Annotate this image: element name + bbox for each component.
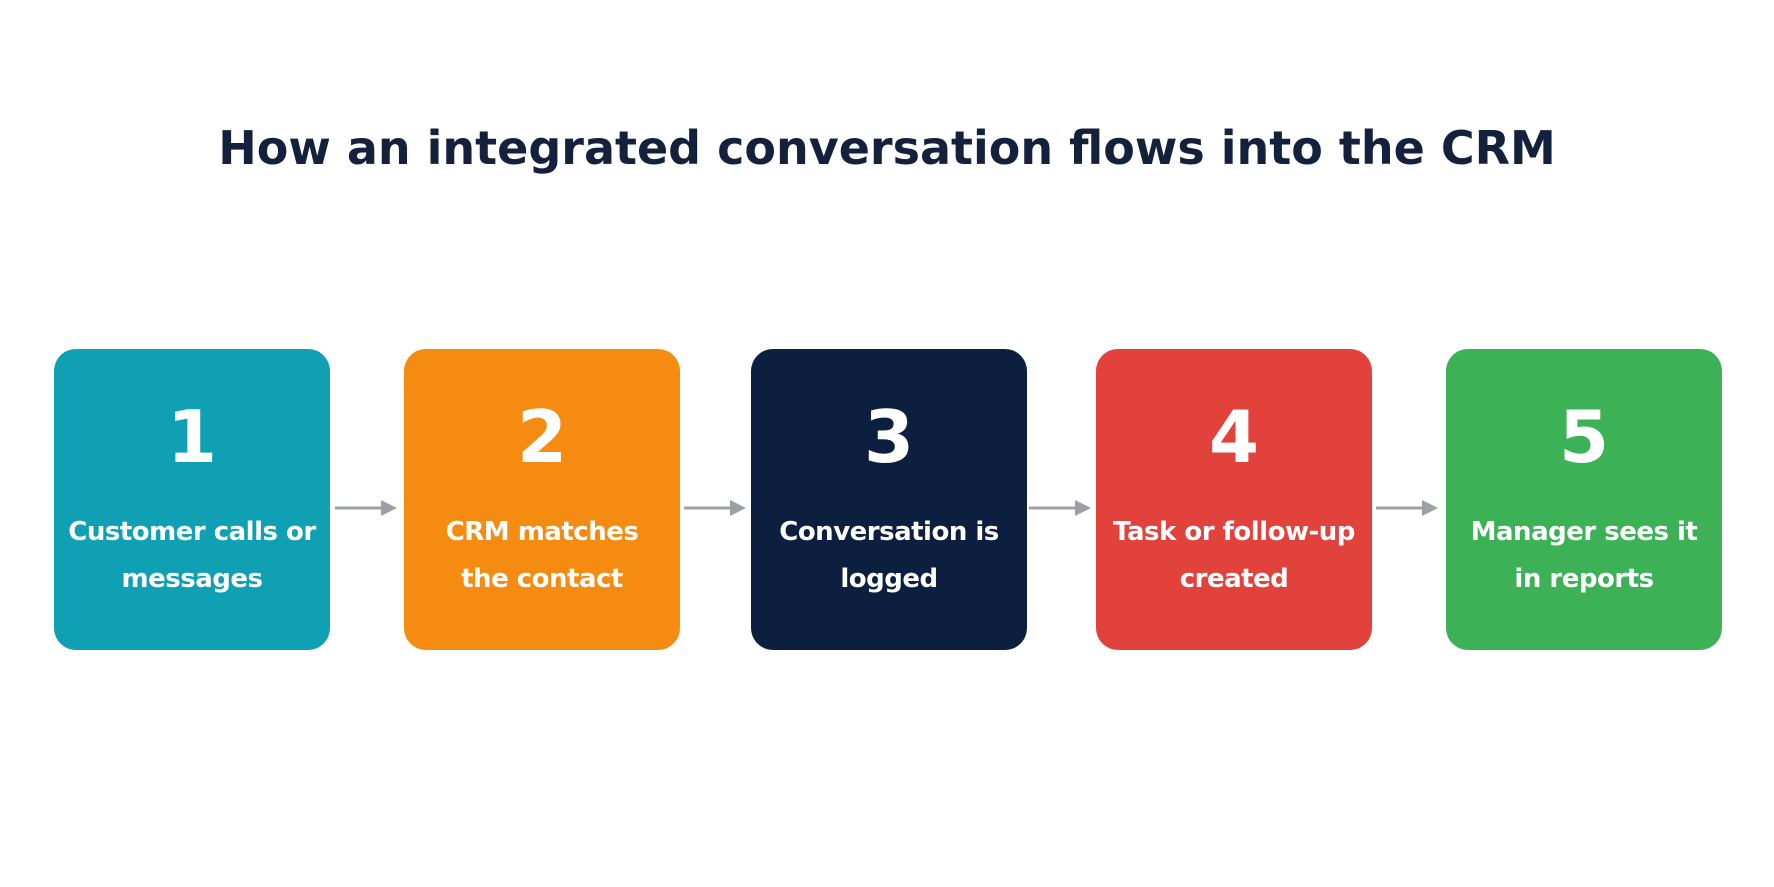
diagram-title: How an integrated conversation flows int…: [218, 121, 1556, 175]
arrow-right-icon: [684, 500, 746, 516]
step-3: 3 Conversation is logged: [751, 349, 1027, 650]
step-2: 2 CRM matches the contact: [404, 349, 680, 650]
step-label: CRM matches the contact: [445, 517, 639, 594]
step-5: 5 Manager sees it in reports: [1446, 349, 1722, 650]
step-number: 3: [863, 395, 915, 479]
step-label: Task or follow-up created: [1113, 517, 1355, 594]
step-1: 1 Customer calls or messages: [54, 349, 330, 650]
step-number: 4: [1208, 395, 1260, 479]
step-number: 5: [1558, 395, 1610, 479]
arrow-right-icon: [1376, 500, 1438, 516]
step-4: 4 Task or follow-up created: [1096, 349, 1372, 650]
step-label: Manager sees it in reports: [1470, 517, 1698, 594]
step-label: Customer calls or messages: [68, 517, 316, 594]
arrow-right-icon: [1029, 500, 1091, 516]
step-label: Conversation is logged: [779, 517, 999, 594]
step-number: 1: [166, 395, 218, 479]
step-number: 2: [516, 395, 568, 479]
arrow-right-icon: [335, 500, 397, 516]
